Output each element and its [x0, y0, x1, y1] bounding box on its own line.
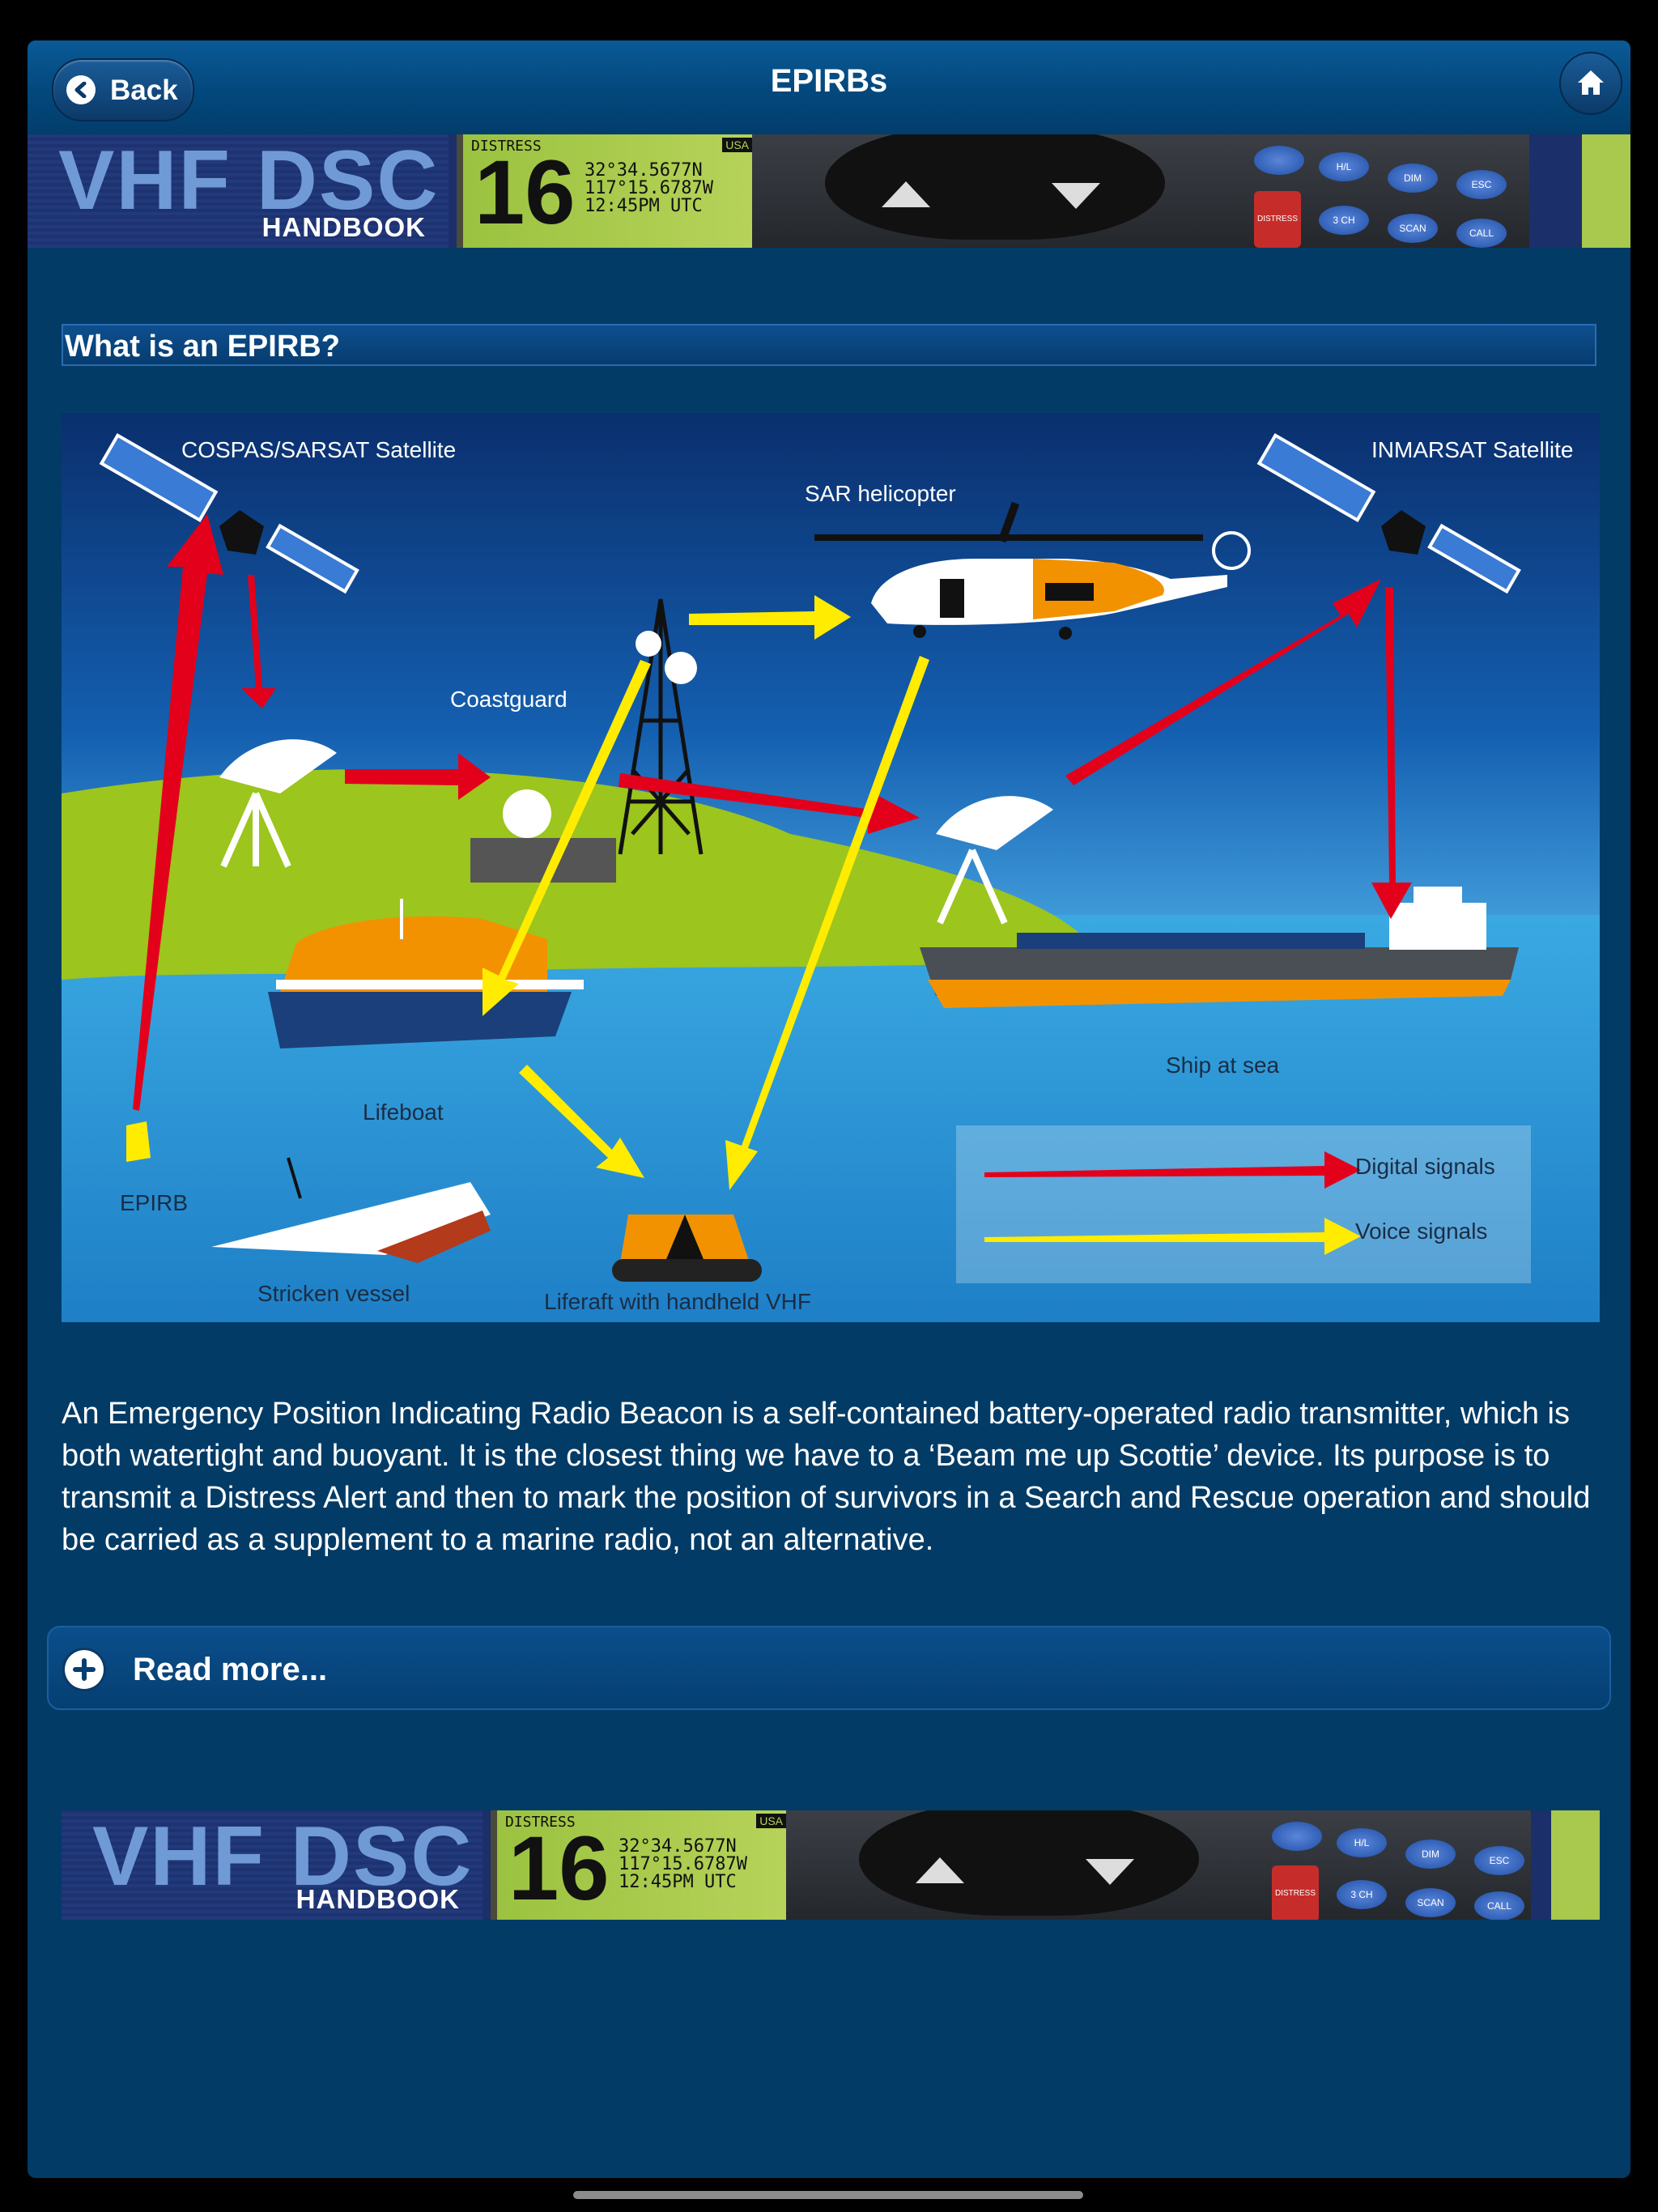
sar-helicopter [814, 501, 1251, 640]
inmarsat-satellite [1256, 432, 1521, 594]
footer-lcd-distress: DISTRESS [505, 1814, 576, 1831]
lifeboat [268, 899, 584, 1049]
dish-right [936, 796, 1053, 925]
footer-key-call: CALL [1474, 1891, 1524, 1920]
label-ship: Ship at sea [1166, 1053, 1280, 1078]
lcd-readout: 32°34.5677N 117°15.6787W 12:45PM UTC [585, 162, 713, 215]
footer-lcd-usa: USA [756, 1814, 786, 1828]
footer-brand-subtitle: HANDBOOK [295, 1884, 460, 1914]
home-indicator[interactable] [573, 2191, 1083, 2199]
footer-key-blue [1272, 1822, 1322, 1851]
label-coastguard: Coastguard [450, 687, 568, 712]
rocker-switch [825, 134, 1165, 240]
label-stricken: Stricken vessel [257, 1281, 410, 1306]
read-more-button[interactable]: Read more... [47, 1626, 1611, 1710]
radio-keypad: DISTRESS H/L DIM ESC 3 CH SCAN CALL [752, 134, 1529, 248]
liferaft [612, 1214, 762, 1282]
lcd-usa: USA [722, 138, 752, 152]
read-more-label: Read more... [133, 1652, 328, 1687]
stricken-vessel [211, 1157, 491, 1263]
footer-key-scan: SCAN [1405, 1888, 1456, 1917]
brand-subtitle: HANDBOOK [261, 212, 426, 242]
key-scan: SCAN [1388, 214, 1438, 243]
footer-radio-display: DISTRESS USA 16 32°34.5677N 117°15.6787W… [491, 1810, 801, 1920]
page-title: EPIRBs [770, 63, 888, 99]
lcd-time: 12:45PM UTC [585, 196, 703, 216]
lcd-distress: DISTRESS [471, 138, 542, 155]
footer-lcd-time: 12:45PM UTC [619, 1872, 737, 1892]
home-button[interactable] [1559, 52, 1622, 115]
footer-banner: VHF DSC HANDBOOK DISTRESS USA 16 32°34.5… [62, 1810, 1600, 1920]
epirb-diagram-art [62, 413, 1600, 1322]
home-icon [1578, 70, 1604, 95]
footer-radio-display-edge [1551, 1810, 1600, 1920]
coastguard-building [470, 838, 616, 883]
distress-key: DISTRESS [1254, 191, 1301, 248]
legend-voice-label: Voice signals [1355, 1219, 1488, 1244]
footer-key-esc: ESC [1474, 1846, 1524, 1875]
body-paragraph: An Emergency Position Indicating Radio B… [62, 1397, 1591, 1557]
label-inmarsat: INMARSAT Satellite [1371, 437, 1574, 462]
ship-at-sea [920, 887, 1519, 1008]
key-call: CALL [1456, 219, 1507, 248]
key-3ch: 3 CH [1319, 206, 1369, 235]
legend-digital-label: Digital signals [1355, 1154, 1495, 1179]
radio-display: DISTRESS USA 16 32°34.5677N 117°15.6787W… [457, 134, 767, 248]
footer-distress-key: DISTRESS [1272, 1865, 1319, 1920]
label-epirb: EPIRB [120, 1190, 189, 1215]
nav-bar: Back EPIRBs [28, 40, 1630, 136]
key-blue [1254, 146, 1304, 175]
radio-display-edge [1582, 134, 1630, 248]
dish-left [219, 739, 337, 868]
brand-title: VHF DSC [58, 134, 440, 228]
epirb-beacon [126, 1121, 151, 1162]
voice-signal-arrows [483, 595, 929, 1190]
footer-lcd-lon: 117°15.6787W [619, 1854, 747, 1874]
footer-lcd-channel: 16 [508, 1818, 610, 1919]
lcd-channel: 16 [474, 142, 576, 243]
label-liferaft: Liferaft with handheld VHF [544, 1289, 811, 1314]
brand-logo: VHF DSC HANDBOOK [28, 134, 449, 248]
footer-brand-title: VHF DSC [92, 1810, 474, 1904]
footer-brand-logo: VHF DSC HANDBOOK [62, 1810, 483, 1920]
footer-key-3ch: 3 CH [1337, 1880, 1387, 1909]
chevron-left-icon [66, 75, 96, 104]
footer-key-dim: DIM [1405, 1840, 1456, 1869]
label-cospas: COSPAS/SARSAT Satellite [181, 437, 457, 462]
legend-digital-arrow [984, 1151, 1361, 1189]
app-screen: Back EPIRBs VHF DSC HANDBOOK DISTRESS US… [28, 40, 1630, 2178]
back-label: Back [110, 74, 178, 106]
footer-lcd-readout: 32°34.5677N 117°15.6787W 12:45PM UTC [619, 1838, 747, 1891]
key-esc: ESC [1456, 170, 1507, 199]
lcd-lon: 117°15.6787W [585, 178, 713, 198]
label-lifeboat: Lifeboat [363, 1100, 444, 1125]
lcd-lat: 32°34.5677N [585, 160, 703, 181]
header-banner: VHF DSC HANDBOOK DISTRESS USA 16 32°34.5… [28, 134, 1630, 248]
legend-box [956, 1125, 1531, 1283]
legend-voice-arrow [984, 1218, 1361, 1255]
digital-signal-arrows [133, 514, 1412, 1111]
epirb-diagram: COSPAS/SARSAT Satellite INMARSAT Satelli… [62, 413, 1600, 1322]
footer-radio-keypad: DISTRESS H/L DIM ESC 3 CH SCAN CALL [786, 1810, 1531, 1920]
footer-rocker-switch [859, 1810, 1199, 1916]
section-heading: What is an EPIRB? [62, 324, 1596, 366]
label-helicopter: SAR helicopter [805, 481, 956, 506]
key-hl: H/L [1319, 152, 1369, 181]
key-dim: DIM [1388, 164, 1438, 193]
plus-icon [65, 1650, 104, 1689]
footer-lcd-lat: 32°34.5677N [619, 1836, 737, 1857]
cospas-satellite [99, 432, 359, 594]
footer-key-hl: H/L [1337, 1828, 1387, 1857]
back-button[interactable]: Back [52, 58, 194, 121]
